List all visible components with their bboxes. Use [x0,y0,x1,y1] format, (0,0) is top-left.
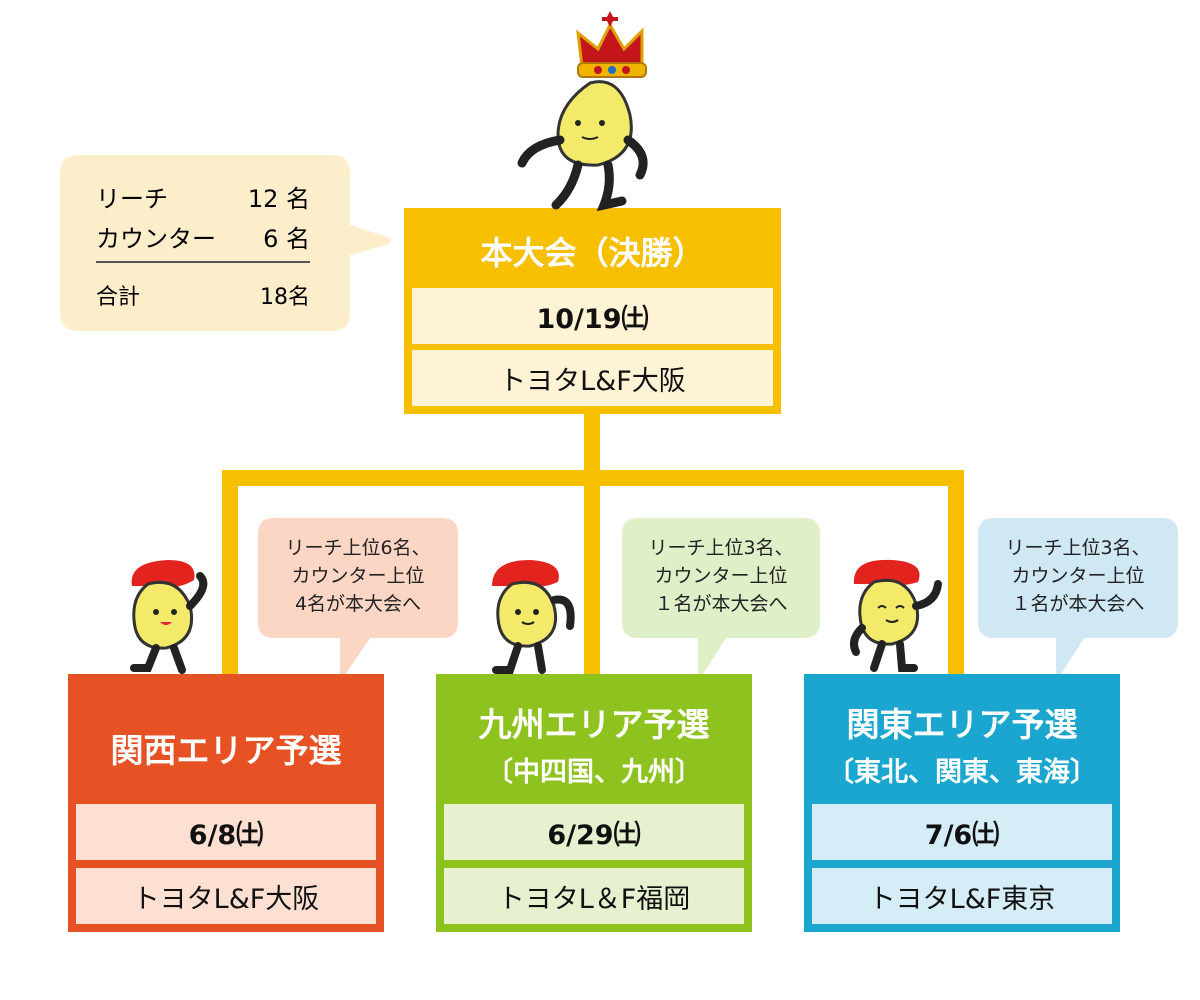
beret-icon [853,559,920,586]
summary-row-total: 合計 18名 [96,279,310,311]
mascot-icon [492,580,575,674]
final-date: 10/19㈯ [412,288,773,344]
kansai-note-line-1: リーチ上位6名、 [285,537,431,559]
kanto-mascot [850,559,942,672]
crown-icon [576,11,647,78]
kanto-callout-shape [978,518,1178,682]
final-venue: トヨタL&F大阪 [412,350,773,406]
kansai-note: リーチ上位6名、 カウンター上位 4名が本大会へ [258,534,458,618]
connector-kansai [222,470,238,674]
kyushu-box: 九州エリア予選 〔中四国、九州〕 6/29㈯ トヨタL＆F福岡 [436,674,752,932]
summary-reach-label: リーチ [96,185,168,213]
king-mascot [517,11,648,212]
kyushu-note-line-3: １名が本大会へ [654,593,788,615]
kyushu-mascot [492,560,575,674]
summary-total-value: 18名 [260,285,310,310]
summary-divider [96,261,310,263]
kanto-note-line-2: カウンター上位 [1011,565,1145,587]
kyushu-note: リーチ上位3名、 カウンター上位 １名が本大会へ [622,534,820,618]
beret-icon [131,560,195,588]
kanto-subtitle: 〔東北、関東、東海〕 [827,757,1097,788]
kansai-box: 関西エリア予選 6/8㈯ トヨタL&F大阪 [68,674,384,932]
kanto-box: 関東エリア予選 〔東北、関東、東海〕 7/6㈯ トヨタL&F東京 [804,674,1120,932]
kyushu-callout: リーチ上位3名、 カウンター上位 １名が本大会へ [622,518,820,688]
summary-total-label: 合計 [96,285,141,310]
kyushu-callout-shape [622,518,820,682]
connector-kanto [948,470,964,674]
mascot-icon [130,572,208,674]
kansai-title: 関西エリア予選 [110,731,342,770]
kanto-date: 7/6㈯ [812,804,1112,860]
summary-reach-value: 12 名 [247,185,310,213]
summary-callout-shape [60,155,390,331]
summary-counter-label: カウンター [96,225,216,253]
kansai-callout: リーチ上位6名、 カウンター上位 4名が本大会へ [258,518,458,688]
kanto-note: リーチ上位3名、 カウンター上位 １名が本大会へ [978,534,1178,618]
connector-kyushu [584,470,600,674]
kyushu-venue: トヨタL＆F福岡 [444,868,744,924]
kanto-callout: リーチ上位3名、 カウンター上位 １名が本大会へ [978,518,1178,688]
kanto-venue: トヨタL&F東京 [812,868,1112,924]
kyushu-title: 九州エリア予選 [478,705,710,744]
kanto-title: 関東エリア予選 [846,705,1078,744]
mascot-icon [850,578,942,672]
summary-row-counter: カウンター 6 名 [96,219,310,254]
mascot-icon [517,80,648,212]
kyushu-note-line-2: カウンター上位 [654,565,788,587]
kansai-callout-shape [258,518,458,682]
kansai-note-line-2: カウンター上位 [291,565,425,587]
kansai-mascot [130,560,208,674]
kanto-note-line-1: リーチ上位3名、 [1005,537,1151,559]
kanto-note-line-3: １名が本大会へ [1011,593,1145,615]
kyushu-date: 6/29㈯ [444,804,744,860]
final-title: 本大会（決勝） [480,234,705,272]
summary-callout: リーチ 12 名 カウンター 6 名 合計 18名 [60,155,390,335]
final-box: 本大会（決勝） 10/19㈯ トヨタL&F大阪 [404,208,781,414]
connector-final-down [584,412,600,478]
kansai-date: 6/8㈯ [76,804,376,860]
kansai-note-line-3: 4名が本大会へ [294,593,422,615]
kansai-venue: トヨタL&F大阪 [76,868,376,924]
beret-icon [492,560,559,588]
summary-row-reach: リーチ 12 名 [96,179,310,214]
kyushu-note-line-1: リーチ上位3名、 [648,537,794,559]
kyushu-subtitle: 〔中四国、九州〕 [486,757,702,788]
summary-counter-value: 6 名 [263,225,310,253]
